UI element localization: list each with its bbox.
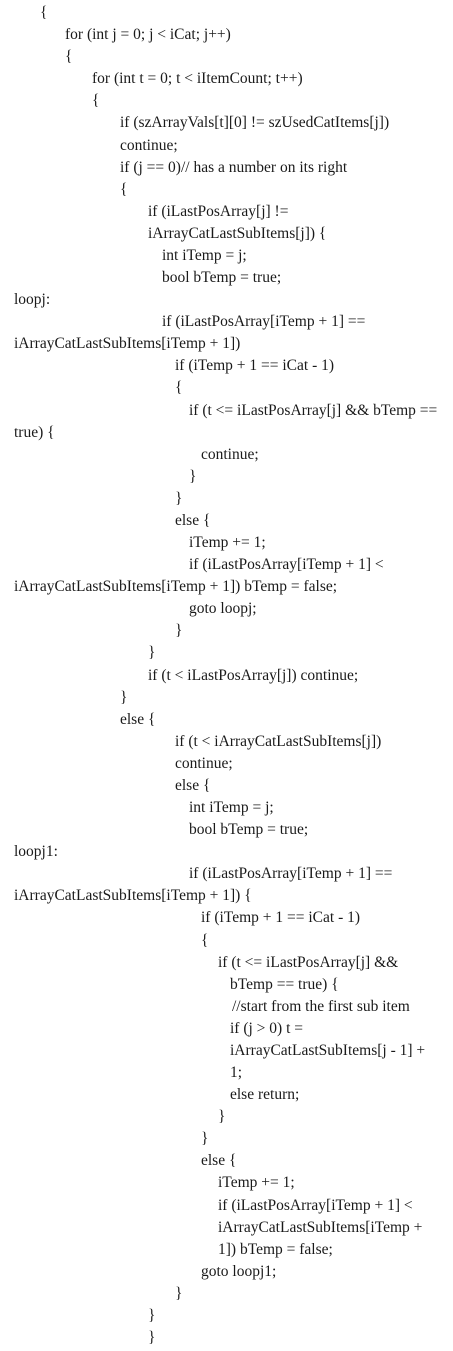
code-line: iArrayCatLastSubItems[iTemp + 1]) bTemp … — [14, 578, 338, 595]
code-line: if (iLastPosArray[iTemp + 1] < — [189, 556, 384, 573]
code-line: for (int j = 0; j < iCat; j++) — [65, 26, 231, 43]
code-line: loopj: — [14, 291, 51, 308]
code-line: //start from the first sub item — [232, 998, 410, 1015]
code-line: goto loopj; — [189, 600, 257, 617]
code-line: } — [175, 1285, 183, 1302]
code-line: if (iLastPosArray[j] != — [148, 203, 289, 220]
code-line: { — [175, 379, 183, 396]
code-line: else { — [120, 711, 156, 728]
code-line: } — [189, 468, 197, 485]
code-line: else { — [175, 512, 211, 529]
code-line: continue; — [175, 755, 233, 772]
code-line: continue; — [120, 137, 178, 154]
code-line: if (szArrayVals[t][0] != szUsedCatItems[… — [120, 114, 390, 131]
code-line: if (j > 0) t = — [230, 1020, 304, 1037]
code-line: bool bTemp = true; — [189, 821, 309, 838]
code-line: int iTemp = j; — [189, 799, 274, 816]
code-line: } — [120, 689, 128, 706]
code-line: if (iLastPosArray[iTemp + 1] < — [218, 1197, 413, 1214]
code-line: if (t <= iLastPosArray[j] && bTemp == — [189, 402, 438, 419]
code-line: iArrayCatLastSubItems[j - 1] + — [230, 1042, 426, 1059]
code-line: { — [120, 181, 128, 198]
code-line: continue; — [201, 446, 259, 463]
code-line: { — [92, 92, 100, 109]
code-line: 1; — [230, 1064, 243, 1081]
code-line: bTemp == true) { — [230, 976, 339, 993]
code-line: { — [40, 4, 48, 21]
code-line: { — [201, 932, 209, 949]
code-line: else { — [201, 1152, 237, 1169]
code-line: else { — [175, 777, 211, 794]
code-line: iTemp += 1; — [218, 1174, 295, 1191]
code-line: if (iLastPosArray[iTemp + 1] == — [162, 313, 366, 330]
code-line: if (t < iLastPosArray[j]) continue; — [148, 667, 359, 684]
code-line: iArrayCatLastSubItems[iTemp + 1]) { — [14, 887, 252, 904]
code-line: { — [65, 48, 73, 65]
code-line: iArrayCatLastSubItems[j]) { — [148, 225, 327, 242]
code-line: if (iTemp + 1 == iCat - 1) — [201, 909, 361, 926]
code-line: bool bTemp = true; — [162, 269, 282, 286]
code-line: int iTemp = j; — [162, 247, 247, 264]
code-line: for (int t = 0; t < iItemCount; t++) — [92, 70, 303, 87]
code-line: if (iTemp + 1 == iCat - 1) — [175, 357, 335, 374]
code-line: } — [201, 1130, 209, 1147]
code-line: } — [175, 622, 183, 639]
code-line: } — [148, 1307, 156, 1324]
code-line: } — [148, 1329, 156, 1346]
code-line: 1]) bTemp = false; — [218, 1241, 333, 1258]
code-line: goto loopj1; — [201, 1263, 277, 1280]
code-line: if (j == 0)// has a number on its right — [120, 159, 348, 176]
code-line: } — [148, 644, 156, 661]
code-line: iTemp += 1; — [189, 534, 266, 551]
code-line: if (t < iArrayCatLastSubItems[j]) — [175, 733, 382, 750]
code-line: iArrayCatLastSubItems[iTemp + 1]) — [14, 335, 241, 352]
code-line: } — [218, 1108, 226, 1125]
code-line: if (t <= iLastPosArray[j] && — [218, 954, 399, 971]
code-line: loopj1: — [14, 843, 58, 860]
code-line: true) { — [14, 424, 55, 441]
code-line: else return; — [230, 1086, 300, 1103]
code-line: if (iLastPosArray[iTemp + 1] == — [189, 865, 393, 882]
code-line: iArrayCatLastSubItems[iTemp + — [218, 1219, 423, 1236]
code-line: } — [175, 490, 183, 507]
